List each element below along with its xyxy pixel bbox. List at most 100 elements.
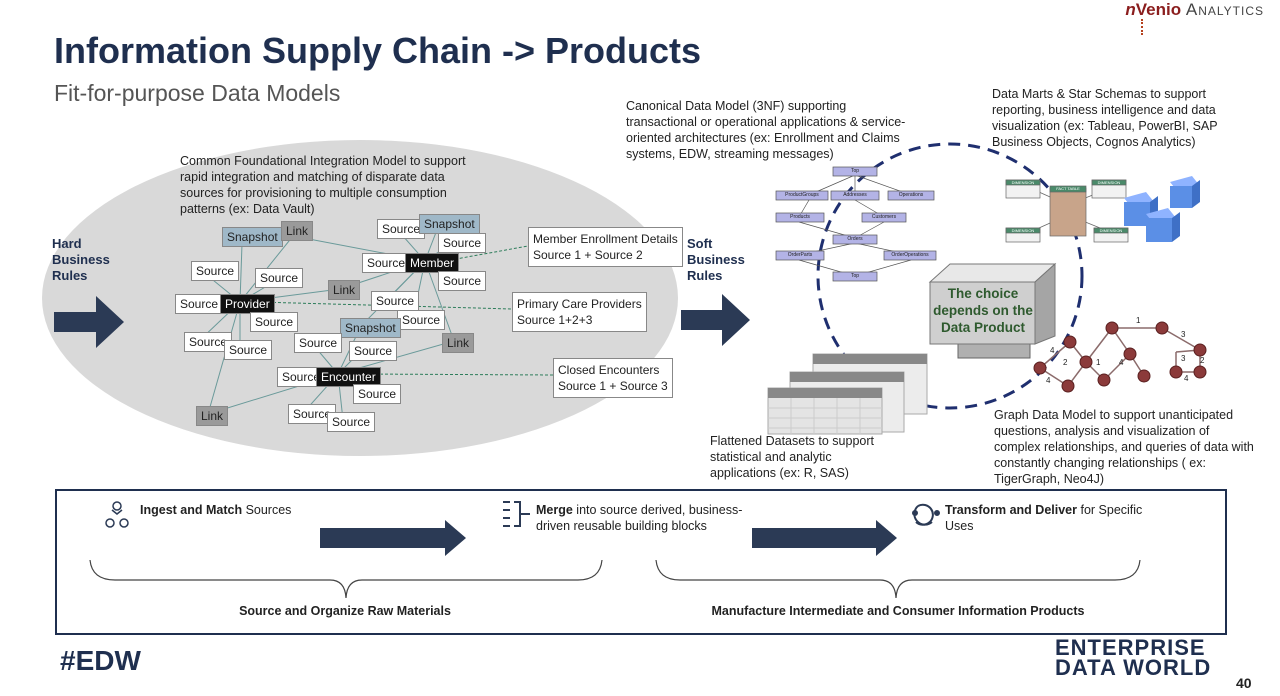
page-subtitle: Fit-for-purpose Data Models [54, 80, 341, 106]
callout-line: Source 1+2+3 [517, 313, 593, 327]
node-source: Source [327, 412, 376, 432]
brace-right [655, 559, 1141, 599]
callout-line: Source 1 + Source 3 [558, 379, 668, 393]
erd-label: ProductGroups [785, 192, 819, 198]
node-source: Source [377, 219, 426, 239]
choice-dashed-circle [816, 142, 1084, 410]
graph-weight: 4 [1119, 358, 1124, 367]
step-ingest-bold: Ingest and Match [140, 503, 243, 517]
brand-logo: nVenio Analytics [1125, 0, 1264, 20]
step-ingest-rest: Sources [242, 503, 292, 517]
node-source: Source [438, 271, 487, 291]
merge-icon [503, 501, 530, 527]
hard-rules-label: Hard Business Rules [52, 236, 110, 283]
ingest-to-merge-arrow [320, 520, 466, 556]
erd-label: OrderParts [787, 252, 813, 258]
graph-weight: 3 [1181, 354, 1186, 363]
soft-rules-label: Soft Business Rules [687, 236, 745, 283]
node-source: Source [255, 268, 304, 288]
callout-line: Source 1 + Source 2 [533, 248, 643, 262]
node-source: Source [224, 340, 273, 360]
node-provider: Provider [220, 294, 275, 314]
step-merge-bold: Merge [536, 503, 573, 517]
graph-description: Graph Data Model to support unanticipate… [994, 408, 1254, 486]
node-source: Source [438, 233, 487, 253]
node-source: Source [288, 404, 337, 424]
page-number: 40 [1236, 675, 1252, 691]
graph-weight: 4 [1184, 374, 1189, 383]
erd-diagram [775, 166, 937, 282]
erd-label: Addresses [843, 192, 867, 198]
graph-weight: 1 [1136, 316, 1141, 325]
callout-line: Closed Encounters [558, 363, 660, 377]
node-source: Source [362, 253, 411, 273]
ingest-icon [105, 501, 129, 528]
brand-analytics: Analytics [1185, 0, 1264, 19]
brand-dots [1141, 19, 1146, 35]
node-source: Source [250, 312, 299, 332]
group-source-organize: Source and Organize Raw Materials [239, 604, 451, 618]
enterprise-data-world-logo: ENTERPRISE DATA WORLD [1055, 635, 1212, 680]
erd-label: Products [790, 214, 810, 220]
star-label: DIMENSION [1099, 228, 1123, 233]
step-ingest: Ingest and Match Sources [140, 502, 340, 518]
node-source: Source [277, 367, 326, 387]
brand-venio: Venio [1135, 0, 1182, 19]
hard-rules-arrow [54, 296, 124, 348]
soft-rules-arrow [681, 294, 750, 346]
erd-label: Top [850, 273, 860, 279]
star-label: FACT TABLE [1056, 186, 1080, 191]
callout-primary-care: Primary Care Providers Source 1+2+3 [512, 292, 647, 332]
node-source: Source [294, 333, 343, 353]
hashtag-edw: #EDW [60, 645, 141, 676]
node-source: Source [397, 310, 446, 330]
flattened-tables [767, 353, 928, 435]
step-transform-rest: for Specific Uses [945, 503, 1143, 533]
callout-line: Primary Care Providers [517, 297, 642, 311]
step-merge-rest: into source derived, business-driven reu… [536, 503, 743, 533]
marts-description: Data Marts & Star Schemas to support rep… [992, 87, 1218, 149]
graph-weight: 1 [1096, 358, 1101, 367]
node-source: Source [371, 291, 420, 311]
step-transform: Transform and Deliver for Specific Uses [945, 502, 1165, 534]
erd-label: Customers [871, 214, 897, 220]
group-manufacture: Manufacture Intermediate and Consumer In… [711, 604, 1085, 618]
brace-left [89, 559, 603, 599]
callout-member-enrollment: Member Enrollment Details Source 1 + Sou… [528, 227, 683, 267]
callout-line: Member Enrollment Details [533, 232, 678, 246]
graph-weight: 4 [1046, 376, 1051, 385]
callout-closed-encounters: Closed Encounters Source 1 + Source 3 [553, 358, 673, 398]
node-snapshot: Snapshot [340, 318, 401, 338]
erd-label: OrderOperations [891, 252, 929, 258]
step-transform-bold: Transform and Deliver [945, 503, 1077, 517]
node-encounter: Encounter [316, 367, 381, 387]
choice-label: The choice depends on the Data Product [933, 286, 1033, 335]
node-link: Link [196, 406, 229, 426]
erd-label: Orders [847, 236, 863, 242]
node-link: Link [328, 280, 361, 300]
node-link: Link [281, 221, 314, 241]
canonical-description: Canonical Data Model (3NF) supporting tr… [626, 99, 906, 161]
graph-weight: 2 [1063, 358, 1068, 367]
page-title: Information Supply Chain -> Products [54, 30, 702, 71]
step-merge: Merge into source derived, business-driv… [536, 502, 766, 534]
node-source: Source [349, 341, 398, 361]
logo-dataworld: DATA WORLD [1055, 655, 1212, 680]
choice-box-shape [928, 262, 1057, 359]
node-source: Source [191, 261, 240, 281]
process-panel [55, 489, 1227, 635]
integration-model-description: Common Foundational Integration Model to… [180, 154, 466, 216]
node-link: Link [442, 333, 475, 353]
erd-label: Operations [898, 192, 924, 198]
node-member: Member [405, 253, 460, 273]
star-schema [1005, 179, 1129, 243]
graph-weight: 4 [1050, 346, 1055, 355]
star-label: DIMENSION [1097, 180, 1121, 185]
logo-enterprise: ENTERPRISE [1055, 635, 1206, 660]
brand-n: n [1125, 0, 1136, 19]
olap-cubes [1124, 176, 1200, 242]
star-label: DIMENSION [1011, 228, 1035, 233]
node-snapshot: Snapshot [419, 214, 480, 234]
node-source: Source [175, 294, 224, 314]
graph-model [1033, 321, 1207, 393]
